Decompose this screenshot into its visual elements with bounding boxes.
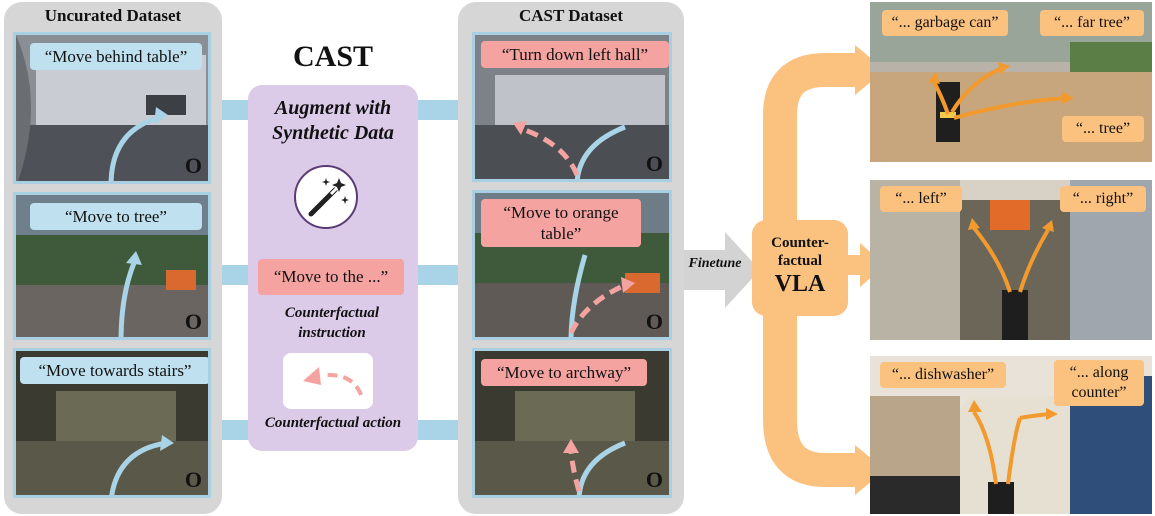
output-3-label-2: “... along counter” [1054, 360, 1144, 406]
uncurated-label-1: “Move behind table” [30, 43, 202, 70]
cast-image-2: “Move to orange table” O [472, 190, 672, 340]
uncurated-label-3: “Move towards stairs” [20, 357, 208, 384]
output-1-label-3: “... tree” [1062, 116, 1144, 142]
uncurated-image-2: “Move to tree” O [13, 192, 211, 340]
output-image-3: “... dishwasher” “... along counter” [870, 356, 1152, 514]
output-1-label-2: “... far tree” [1040, 10, 1144, 36]
uncurated-image-1: “Move behind table” O [13, 32, 211, 184]
observation-mark: O [645, 151, 663, 176]
augment-caption: Augment with Synthetic Data [272, 97, 394, 144]
output-image-2: “... left” “... right” [870, 180, 1152, 340]
finetune-arrow [680, 232, 760, 308]
cast-label-3: “Move to archway” [481, 359, 647, 386]
counterfactual-action-caption: Counterfactual action [264, 415, 402, 431]
cast-label-1: “Turn down left hall” [481, 41, 669, 68]
cast-image-1: “Turn down left hall” O [472, 32, 672, 182]
cast-dataset-title: CAST Dataset [518, 6, 624, 25]
vla-line-1: Counter- [771, 235, 829, 251]
uncurated-label-2: “Move to tree” [30, 203, 202, 230]
uncurated-image-3: “Move towards stairs” O [13, 348, 211, 498]
counterfactual-vla-box: Counter- factual VLA [752, 220, 848, 316]
output-3-label-1: “... dishwasher” [880, 362, 1006, 388]
cast-title: CAST [292, 40, 374, 73]
output-image-1: “... garbage can” “... far tree” “... tr… [870, 2, 1152, 162]
counterfactual-instruction-example: “Move to the ...” [258, 259, 404, 295]
observation-mark: O [184, 309, 202, 334]
cast-label-2: “Move to orange table” [481, 199, 641, 247]
output-2-label-2: “... right” [1060, 186, 1146, 212]
output-1-label-1: “... garbage can” [882, 10, 1008, 36]
vla-line-2: factual [777, 253, 823, 269]
observation-mark: O [184, 467, 202, 492]
cast-image-3: “Move to archway” O [472, 348, 672, 498]
finetune-label: Finetune [688, 256, 742, 271]
uncurated-title: Uncurated Dataset [44, 6, 182, 25]
observation-mark: O [645, 309, 663, 334]
counterfactual-action-icon [283, 353, 373, 409]
magic-wand-icon [293, 164, 359, 230]
orange-branch-arrow [763, 53, 860, 270]
observation-mark: O [645, 467, 663, 492]
vla-line-3: VLA [774, 271, 826, 297]
counterfactual-instruction-caption: Counterfactual instruction [284, 305, 380, 341]
observation-mark: O [184, 153, 202, 178]
output-2-label-1: “... left” [880, 186, 962, 212]
